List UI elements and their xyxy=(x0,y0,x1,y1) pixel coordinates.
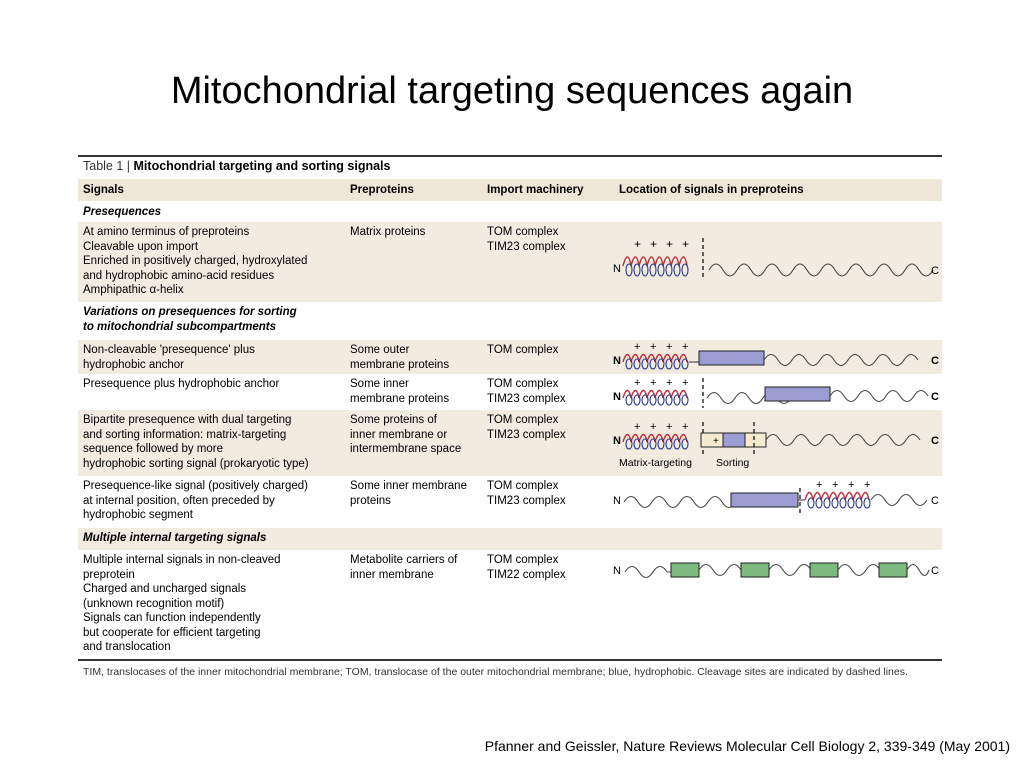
plus-sign: + xyxy=(682,341,688,353)
c-terminus-label: C xyxy=(931,391,939,403)
preproteins-cell: Some proteins of inner membrane or inter… xyxy=(350,414,462,455)
preproteins-cell: Metabolite carriers of inner membrane xyxy=(350,554,458,581)
header-preproteins: Preproteins xyxy=(350,184,414,196)
targeting-signals-table: Table 1 | Mitochondrial targeting and so… xyxy=(78,155,942,695)
multiple-internal-signals-diagram: N C xyxy=(613,562,939,579)
signals-cell: Presequence-like signal (positively char… xyxy=(83,480,309,521)
c-terminus-label: C xyxy=(931,565,939,577)
c-terminus-label: C xyxy=(931,435,939,447)
machinery-cell: TOM complex TIM22 complex xyxy=(487,554,566,581)
citation: Pfanner and Geissler, Nature Reviews Mol… xyxy=(484,738,1010,754)
section-row-variations: Variations on presequences for sorting t… xyxy=(78,302,942,340)
n-terminus-label: N xyxy=(613,495,621,507)
sorting-label: Sorting xyxy=(716,457,749,469)
internal-signal xyxy=(740,562,770,578)
plus-sign: + xyxy=(713,436,719,447)
n-terminus-label: N xyxy=(613,435,621,447)
plus-sign: + xyxy=(666,421,672,433)
plus-sign: + xyxy=(682,421,688,433)
header-signals: Signals xyxy=(83,184,124,196)
preproteins-cell: Matrix proteins xyxy=(350,226,426,238)
preproteins-cell: Some inner membrane proteins xyxy=(350,378,450,405)
plus-sign: + xyxy=(682,237,689,251)
plus-sign: + xyxy=(634,377,640,389)
machinery-cell: TOM complex TIM23 complex xyxy=(487,480,566,507)
header-location: Location of signals in preproteins xyxy=(619,184,804,196)
section-label: Multiple internal targeting signals xyxy=(83,532,267,544)
n-terminus-label: N xyxy=(613,565,621,577)
table-row: Presequence-like signal (positively char… xyxy=(78,476,942,528)
plus-sign: + xyxy=(666,377,672,389)
non-cleavable-anchor-diagram: N + + + + C xyxy=(613,341,939,370)
table-row: At amino terminus of preproteins Cleavab… xyxy=(78,222,942,302)
plus-sign: + xyxy=(864,479,870,491)
table-row: Bipartite presequence with dual targetin… xyxy=(78,410,942,476)
signals-cell: Bipartite presequence with dual targetin… xyxy=(83,414,309,470)
section-label: Variations on presequences for sorting t… xyxy=(83,306,297,333)
n-terminus-label: N xyxy=(613,263,621,275)
presequence-anchor-diagram: N + + + + C xyxy=(613,377,939,408)
plus-sign: + xyxy=(816,479,822,491)
signals-cell: At amino terminus of preproteins Cleavab… xyxy=(83,226,308,296)
signals-cell: Multiple internal signals in non-cleaved… xyxy=(83,554,281,653)
plus-sign: + xyxy=(634,237,641,251)
internal-signal xyxy=(878,562,908,578)
machinery-cell: TOM complex TIM23 complex xyxy=(487,414,566,441)
table-caption-prefix: Table 1 | xyxy=(83,159,134,173)
machinery-cell: TOM complex TIM23 complex xyxy=(487,226,566,253)
table-row: Non-cleavable 'presequence' plus hydroph… xyxy=(78,340,942,374)
plus-sign: + xyxy=(650,377,656,389)
c-terminus-label: C xyxy=(931,265,939,277)
internal-presequence-diagram: N + + + + C xyxy=(613,479,939,514)
plus-sign: + xyxy=(634,341,640,353)
c-terminus-label: C xyxy=(931,495,939,507)
table-top-rule xyxy=(78,155,942,157)
n-terminus-label: N xyxy=(613,355,621,367)
matrix-targeting-label: Matrix-targeting xyxy=(619,457,692,469)
plus-sign: + xyxy=(634,421,640,433)
table-row: Multiple internal signals in non-cleaved… xyxy=(78,550,942,658)
plus-sign: + xyxy=(666,237,673,251)
plus-sign: + xyxy=(832,479,838,491)
machinery-cell: TOM complex xyxy=(487,344,559,356)
plus-sign: + xyxy=(682,377,688,389)
preproteins-cell: Some inner membrane proteins xyxy=(350,480,467,507)
hydrophobic-anchor xyxy=(698,350,765,366)
n-terminus-label: N xyxy=(613,391,621,403)
plus-sign: + xyxy=(848,479,854,491)
table-bottom-rule xyxy=(78,659,942,661)
hydrophobic-segment xyxy=(722,432,746,448)
c-terminus-label: C xyxy=(931,355,939,367)
table-footnote: TIM, translocases of the inner mitochond… xyxy=(83,666,908,678)
section-row-internal-signals: Multiple internal targeting signals xyxy=(78,528,942,550)
plus-sign: + xyxy=(650,421,656,433)
presequence-diagram: N + + + + C xyxy=(613,237,939,280)
bipartite-presequence-diagram: N + + + + + C Matrix-targeting Sorting xyxy=(613,421,939,469)
slide-title: Mitochondrial targeting sequences again xyxy=(170,70,854,112)
preproteins-cell: Some outer membrane proteins xyxy=(350,344,450,371)
table-caption: Table 1 | Mitochondrial targeting and so… xyxy=(83,159,390,173)
table-caption-title: Mitochondrial targeting and sorting sign… xyxy=(133,159,391,173)
header-import-machinery: Import machinery xyxy=(487,184,584,196)
polypeptide-chain xyxy=(708,263,934,277)
internal-signal xyxy=(809,562,839,578)
plus-sign: + xyxy=(650,237,657,251)
machinery-cell: TOM complex TIM23 complex xyxy=(487,378,566,405)
section-label: Presequences xyxy=(83,206,161,218)
plus-sign: + xyxy=(650,341,656,353)
internal-signal xyxy=(670,562,700,578)
hydrophobic-segment xyxy=(730,492,799,508)
table-header-row: Signals Preproteins Import machinery Loc… xyxy=(78,179,942,201)
signals-cell: Non-cleavable 'presequence' plus hydroph… xyxy=(83,344,255,371)
section-row-presequences: Presequences xyxy=(78,202,942,222)
table-row: Presequence plus hydrophobic anchor Some… xyxy=(78,374,942,410)
signals-cell: Presequence plus hydrophobic anchor xyxy=(83,378,280,390)
hydrophobic-anchor xyxy=(764,386,831,402)
plus-sign: + xyxy=(666,341,672,353)
